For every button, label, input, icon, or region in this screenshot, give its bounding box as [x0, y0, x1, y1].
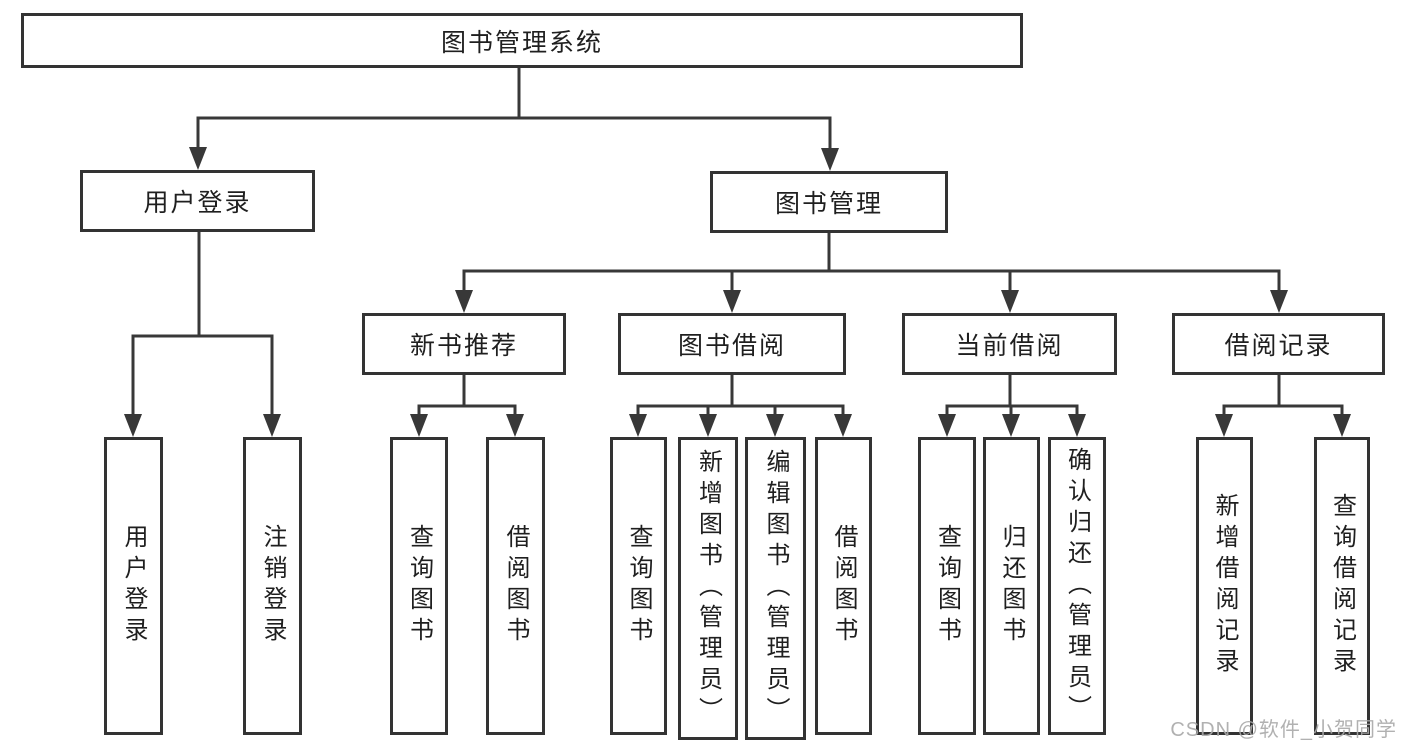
node-book-management: 图书管理 — [710, 171, 948, 233]
node-user-login: 用户登录 — [80, 170, 315, 232]
leaf-recommend-borrow-books: 借阅图书 — [486, 437, 545, 735]
leaf-borrow-add-books-admin: 新增图书（管理员） — [678, 437, 738, 740]
node-current-borrow: 当前借阅 — [902, 313, 1117, 375]
leaf-borrow-borrow-books: 借阅图书 — [815, 437, 872, 735]
leaf-current-query-books: 查询图书 — [918, 437, 976, 735]
leaf-current-confirm-return-admin: 确认归还（管理员） — [1048, 437, 1106, 735]
leaf-borrow-edit-books-admin: 编辑图书（管理员） — [745, 437, 806, 740]
leaf-borrow-query-books: 查询图书 — [610, 437, 667, 735]
node-borrow-records: 借阅记录 — [1172, 313, 1385, 375]
leaf-user-login: 用户登录 — [104, 437, 163, 735]
csdn-watermark: CSDN @软件_小贺同学 — [1170, 719, 1397, 741]
leaf-current-return-books: 归还图书 — [983, 437, 1040, 735]
node-book-borrow: 图书借阅 — [618, 313, 846, 375]
leaf-logout: 注销登录 — [243, 437, 302, 735]
node-library-management-system: 图书管理系统 — [21, 13, 1023, 68]
leaf-records-add-borrow-record: 新增借阅记录 — [1196, 437, 1253, 735]
node-new-book-recommend: 新书推荐 — [362, 313, 566, 375]
leaf-records-query-borrow-record: 查询借阅记录 — [1314, 437, 1370, 735]
leaf-recommend-query-books: 查询图书 — [390, 437, 448, 735]
